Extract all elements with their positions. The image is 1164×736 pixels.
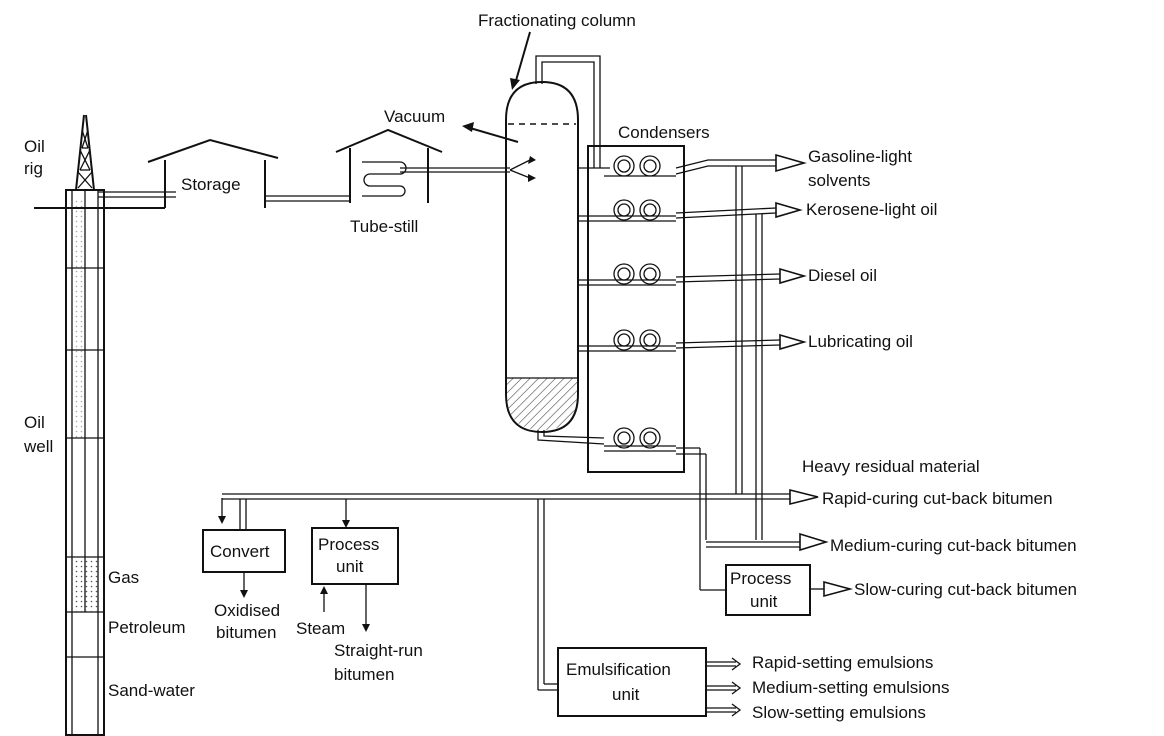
label-emulsification-1: Emulsification [566,660,671,679]
label-slow-setting: Slow-setting emulsions [752,703,926,722]
label-emulsification-2: unit [612,685,640,704]
label-slow-curing: Slow-curing cut-back bitumen [854,580,1077,599]
label-storage: Storage [181,175,241,194]
condenser-bank [587,145,685,473]
label-straight-run-2: bitumen [334,665,394,684]
label-fractionating-column: Fractionating column [478,11,636,30]
label-tube-still: Tube-still [350,217,418,236]
label-gasoline-1: Gasoline-light [808,147,912,166]
vertical-pipes [676,166,763,590]
label-oil-rig-2: rig [24,159,43,178]
column-pointer [514,31,531,85]
label-oil-well-1: Oil [24,413,45,432]
label-process-unit-2a: Process [730,569,791,588]
label-process-unit-1a: Process [318,535,379,554]
product-lines [675,159,781,349]
process-unit-box-2 [725,564,811,616]
label-vacuum: Vacuum [384,107,445,126]
feed-pipes [218,498,558,691]
label-straight-run-1: Straight-run [334,641,423,660]
product-arrowheads [775,153,854,598]
storage-building [147,138,279,208]
label-convert: Convert [210,542,270,561]
pipe-column-top [535,55,601,168]
condenser-coils [578,155,676,452]
process-unit-box-1 [311,527,399,585]
fractionating-column [505,80,579,434]
label-diesel: Diesel oil [808,266,877,285]
label-medium-curing: Medium-curing cut-back bitumen [830,536,1077,555]
oil-rig-derrick [75,114,95,191]
tube-still-building [335,128,510,203]
label-rapid-curing: Rapid-curing cut-back bitumen [822,489,1053,508]
oil-well-shaft [65,189,105,736]
emulsification-box [557,647,707,717]
convert-box [202,529,286,573]
pipe-column-bottom [537,430,605,445]
label-heavy-residual: Heavy residual material [802,457,980,476]
label-rapid-setting: Rapid-setting emulsions [752,653,933,672]
label-oil-well-2: well [23,437,53,456]
emulsion-arrows [706,657,742,717]
label-gasoline-2: solvents [808,171,870,190]
label-petroleum: Petroleum [108,618,185,637]
label-steam: Steam [296,619,345,638]
label-lubricating: Lubricating oil [808,332,913,351]
label-process-unit-1b: unit [336,557,364,576]
label-kerosene: Kerosene-light oil [806,200,937,219]
label-gas: Gas [108,568,139,587]
label-medium-setting: Medium-setting emulsions [752,678,949,697]
bitumen-arrows [240,572,370,632]
residual-header [222,493,824,591]
label-oxidised-1: Oxidised [214,601,280,620]
label-sand-water: Sand-water [108,681,195,700]
label-condensers: Condensers [618,123,710,142]
label-oxidised-2: bitumen [216,623,276,642]
vacuum-arrow [469,127,519,143]
label-oil-rig-1: Oil [24,137,45,156]
label-process-unit-2b: unit [750,592,778,611]
